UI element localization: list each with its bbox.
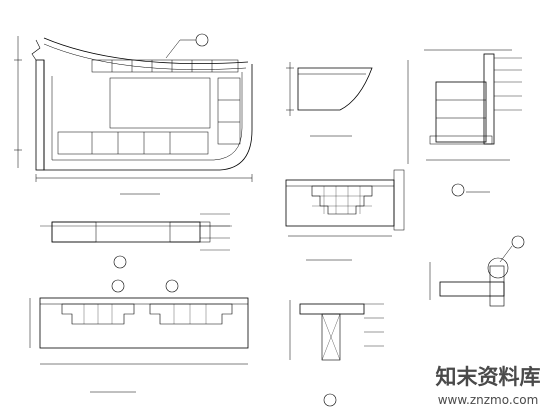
rail-detail-right: [429, 235, 525, 307]
watermark: 知末资料库 www.znzmo.com: [420, 352, 556, 412]
callout-circle: [195, 33, 209, 47]
counter-top-profile: [286, 62, 373, 137]
counter-plan-view: [14, 33, 253, 195]
counter-outline: [43, 60, 253, 171]
detail-section-bottom: [289, 300, 384, 407]
watermark-url[interactable]: www.znzmo.com: [438, 393, 539, 407]
watermark-backdrop: [420, 352, 556, 412]
front-elevation-bottom: [29, 279, 249, 393]
watermark-site-name: 知末资料库: [436, 365, 541, 389]
front-elevation-middle: [285, 169, 405, 261]
section-strip-left: [40, 213, 232, 269]
section-view-right: [407, 49, 522, 197]
left-wall: [35, 59, 45, 171]
